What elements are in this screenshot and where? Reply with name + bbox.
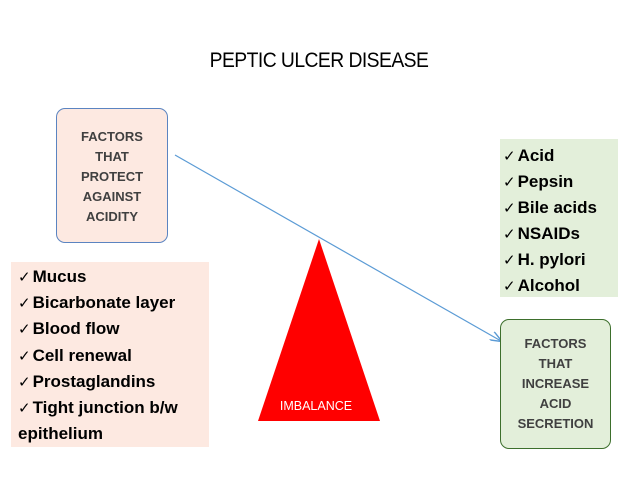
protect-box-line: ACIDITY	[86, 209, 138, 224]
check-icon: ✓	[18, 295, 31, 313]
list-item: ✓Bicarbonate layer	[18, 290, 209, 316]
check-icon: ✓	[503, 278, 516, 295]
list-item: ✓Acid	[503, 143, 618, 169]
check-icon: ✓	[503, 148, 516, 165]
check-icon: ✓	[503, 174, 516, 191]
list-item-continuation: epithelium	[18, 424, 104, 444]
increase-box-line: FACTORS	[524, 336, 587, 351]
list-item: ✓Tight junction b/w	[18, 395, 209, 421]
check-icon: ✓	[18, 400, 31, 418]
protect-factors-box: FACTORS THAT PROTECT AGAINST ACIDITY	[56, 108, 168, 243]
check-icon: ✓	[18, 373, 31, 391]
imbalance-triangle	[258, 239, 380, 421]
list-item: ✓Prostaglandins	[18, 369, 209, 395]
list-item: ✓NSAIDs	[503, 221, 618, 247]
page-title: PEPTIC ULCER DISEASE	[209, 49, 429, 72]
increase-box-line: ACID	[539, 396, 572, 411]
protect-box-line: THAT	[95, 149, 129, 164]
protect-box-line: AGAINST	[82, 189, 142, 204]
check-icon: ✓	[18, 269, 31, 286]
check-icon: ✓	[503, 252, 516, 269]
imbalance-label: IMBALANCE	[279, 399, 353, 413]
protect-box-line: FACTORS	[81, 129, 143, 144]
increase-box-line: INCREASE	[521, 376, 590, 391]
list-item: ✓Mucus	[18, 264, 209, 290]
aggressive-factors-list: ✓Acid ✓Pepsin ✓Bile acids ✓NSAIDs ✓H. py…	[500, 139, 618, 297]
check-icon: ✓	[18, 347, 31, 365]
check-icon: ✓	[503, 226, 516, 243]
balance-arrow	[174, 154, 501, 341]
list-item: ✓Blood flow	[18, 316, 209, 342]
increase-box-line: THAT	[538, 356, 573, 371]
protective-factors-list: ✓Mucus ✓Bicarbonate layer ✓Blood flow ✓C…	[11, 262, 209, 447]
list-item: ✓Alcohol	[503, 273, 618, 299]
increase-factors-box: FACTORS THAT INCREASE ACID SECRETION	[500, 319, 611, 449]
list-item: ✓Bile acids	[503, 195, 618, 221]
list-item: ✓H. pylori	[503, 247, 618, 273]
protect-box-line: PROTECT	[80, 169, 144, 184]
check-icon: ✓	[18, 321, 31, 339]
list-item: ✓Cell renewal	[18, 343, 209, 369]
increase-box-line: SECRETION	[517, 416, 594, 431]
list-item: ✓Pepsin	[503, 169, 618, 195]
check-icon: ✓	[503, 200, 516, 217]
